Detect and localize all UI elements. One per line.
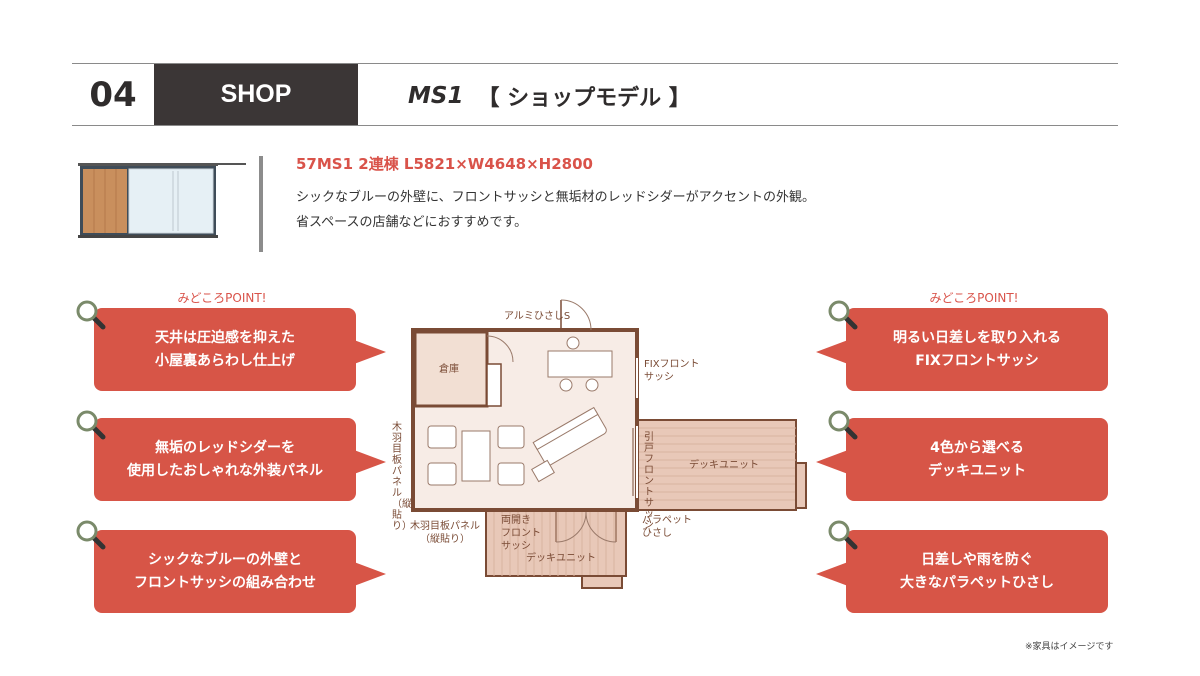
- spec-divider: [259, 156, 263, 252]
- header-bottom-rule: [72, 125, 1118, 126]
- callout-line: フロントサッシの組み合わせ: [134, 574, 316, 591]
- label-wood-panel: 木羽目板パネル （縦貼り）: [410, 521, 480, 545]
- callout-blue-wall: シックなブルーの外壁と フロントサッシの組み合わせ: [94, 530, 386, 613]
- magnifier-icon: [828, 520, 858, 550]
- magnifier-icon: [76, 300, 106, 330]
- label-double-sash: 両開き フロント サッシ: [501, 515, 541, 552]
- callout-line: 4色から選べる: [930, 439, 1024, 456]
- shop-exterior-image: [78, 163, 246, 238]
- magnifier-icon: [828, 410, 858, 440]
- callout-parapet: 日差しや雨を防ぐ 大きなパラペットひさし: [816, 530, 1108, 613]
- callout-line: 使用したおしゃれな外装パネル: [127, 462, 323, 479]
- product-description: シックなブルーの外壁に、フロントサッシと無垢材のレッドシダーがアクセントの外観。…: [296, 185, 815, 235]
- label-deck-bottom: デッキユニット: [526, 553, 596, 564]
- magnifier-icon: [76, 410, 106, 440]
- callout-line: 大きなパラペットひさし: [900, 574, 1054, 591]
- floor-plan-drawing: [411, 299, 807, 589]
- model-name: MS1: [408, 83, 464, 109]
- callout-line: 小屋裏あらわし仕上げ: [155, 352, 295, 369]
- label-parapet: パラペット ひさし: [642, 515, 692, 539]
- floor-plan: アルミひさしS 倉庫 FIXフロント サッシ 木羽目板パネル（縦貼り） 木羽目板…: [386, 298, 816, 598]
- callout-line: シックなブルーの外壁と: [148, 551, 302, 568]
- callout-deck-colors: 4色から選べる デッキユニット: [816, 418, 1108, 501]
- callout-line: 明るい日差しを取り入れる: [893, 329, 1061, 346]
- model-subtitle: 【 ショップモデル 】: [477, 86, 691, 111]
- magnifier-icon: [828, 300, 858, 330]
- callout-line: デッキユニット: [928, 462, 1026, 479]
- label-deck-right: デッキユニット: [689, 460, 759, 471]
- callout-fix-sash: 明るい日差しを取り入れる FIXフロントサッシ: [816, 308, 1108, 391]
- callout-line: FIXフロントサッシ: [915, 352, 1039, 369]
- label-wood-panel-vertical: 木羽目板パネル（縦貼り）: [392, 422, 412, 532]
- furniture-note: ※家具はイメージです: [1025, 642, 1114, 652]
- category-label: SHOP: [154, 64, 358, 125]
- label-sliding-sash: 引戸 フロント サッシ: [644, 432, 654, 531]
- point-label-left: みどころPOINT!: [177, 291, 267, 305]
- callout-cedar-panel: 無垢のレッドシダーを 使用したおしゃれな外装パネル: [94, 418, 386, 501]
- label-awning: アルミひさしS: [504, 311, 571, 322]
- callout-line: 日差しや雨を防ぐ: [921, 551, 1033, 568]
- magnifier-icon: [76, 520, 106, 550]
- page-title: MS1 【 ショップモデル 】: [408, 76, 691, 116]
- callout-line: 無垢のレッドシダーを: [155, 439, 295, 456]
- callout-line: 天井は圧迫感を抑えた: [155, 329, 295, 346]
- description-line-1: シックなブルーの外壁に、フロントサッシと無垢材のレッドシダーがアクセントの外観。: [296, 190, 815, 205]
- description-line-2: 省スペースの店舗などにおすすめです。: [296, 215, 528, 230]
- point-label-right: みどころPOINT!: [929, 291, 1019, 305]
- label-fix-sash: FIXフロント サッシ: [644, 359, 700, 383]
- label-storage: 倉庫: [439, 364, 459, 375]
- section-number: 04: [89, 74, 137, 115]
- header-top-rule: [72, 63, 1118, 64]
- product-spec: 57MS1 2連棟 L5821×W4648×H2800: [296, 155, 593, 173]
- callout-ceiling: 天井は圧迫感を抑えた 小屋裏あらわし仕上げ: [94, 308, 386, 391]
